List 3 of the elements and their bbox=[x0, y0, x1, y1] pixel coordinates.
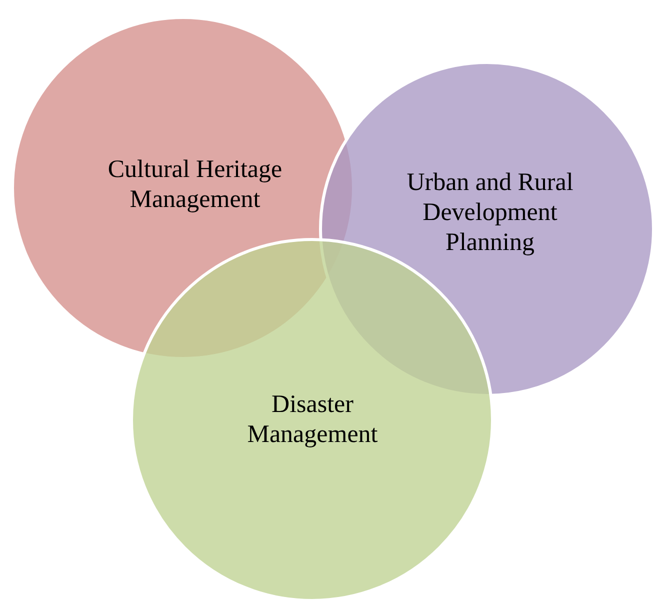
circle-label: Disaster Management bbox=[246, 390, 379, 450]
circle-label: Urban and Rural Development Planning bbox=[406, 168, 574, 258]
circle-label: Cultural Heritage Management bbox=[106, 155, 284, 215]
